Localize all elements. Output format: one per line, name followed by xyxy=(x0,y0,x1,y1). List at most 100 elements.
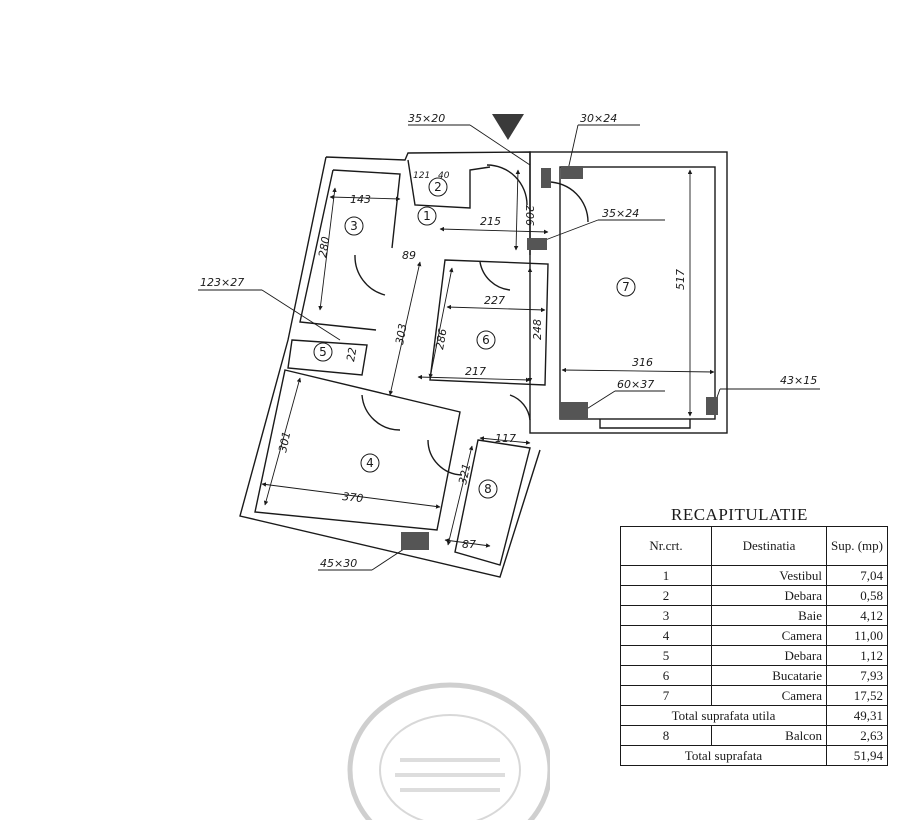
dim-label: 517 xyxy=(674,269,687,290)
dim-label: 280 xyxy=(316,236,332,259)
total-value: 51,94 xyxy=(826,745,888,766)
header-sup: Sup. (mp) xyxy=(826,526,888,566)
room-marker xyxy=(313,342,333,362)
vent-label: 35×24 xyxy=(602,207,639,220)
dim-label: 117 xyxy=(495,432,516,445)
room-number: 1 xyxy=(423,209,431,223)
dim-line xyxy=(561,367,715,375)
room-number: 4 xyxy=(366,456,374,470)
vent-label: 45×30 xyxy=(320,557,357,570)
cell-sup: 7,93 xyxy=(826,665,888,686)
dim-label: 217 xyxy=(465,365,486,378)
door-arc xyxy=(547,181,589,223)
cell-sup: 17,52 xyxy=(826,685,888,706)
cell-dest: Debara xyxy=(711,585,827,606)
dim-line xyxy=(444,538,491,548)
door-arc xyxy=(427,439,463,476)
balcony-line xyxy=(599,419,691,429)
room-marker xyxy=(428,177,448,197)
header-nr: Nr.crt. xyxy=(620,526,712,566)
dim-line xyxy=(329,194,401,202)
dim-label: 206 xyxy=(523,205,536,226)
table-row: 3 Baie 4,12 xyxy=(620,605,888,626)
recap-table: Nr.crt. Destinatia Sup. (mp) 1 Vestibul … xyxy=(620,526,888,766)
cell-dest: Baie xyxy=(711,605,827,626)
room-marker xyxy=(616,277,636,297)
cell-sup: 7,04 xyxy=(826,565,888,586)
room-number: 2 xyxy=(434,180,442,194)
dim-line xyxy=(428,267,454,379)
cell-dest: Vestibul xyxy=(711,565,827,586)
cell-sup: 0,58 xyxy=(826,585,888,606)
total-row: Total suprafata 51,94 xyxy=(620,745,888,766)
total-label: Total suprafata xyxy=(620,745,827,766)
dim-line xyxy=(261,482,441,509)
room-marker xyxy=(417,206,437,226)
leader-line xyxy=(261,289,341,341)
vent-label: 35×20 xyxy=(408,112,445,125)
vent-rect xyxy=(561,166,583,179)
cell-dest: Camera xyxy=(711,685,827,706)
room-number: 3 xyxy=(350,219,358,233)
table-row: 6 Bucatarie 7,93 xyxy=(620,665,888,686)
dim-line xyxy=(417,374,531,383)
header-dest: Destinatia xyxy=(711,526,827,566)
dim-label: 87 xyxy=(462,538,476,551)
table-row: 8 Balcon 2,63 xyxy=(620,725,888,746)
vent-rect xyxy=(560,402,588,419)
leader-line xyxy=(567,124,579,171)
cell-nr: 3 xyxy=(620,605,712,626)
vent-rect xyxy=(401,532,429,550)
dim-label: 321 xyxy=(456,462,473,485)
table-row: 5 Debara 1,12 xyxy=(620,645,888,666)
cell-nr: 1 xyxy=(620,565,712,586)
door-arc xyxy=(486,164,528,206)
room-number: 6 xyxy=(482,333,490,347)
vent-label: 30×24 xyxy=(580,112,617,125)
door-arc xyxy=(509,394,531,421)
room-marker xyxy=(344,216,364,236)
stamp-seal xyxy=(347,682,550,820)
room-7-inner xyxy=(559,166,716,420)
recap-title: RECAPITULATIE xyxy=(671,505,808,524)
dim-line xyxy=(388,261,422,396)
table-row: 4 Camera 11,00 xyxy=(620,625,888,646)
vent-rect xyxy=(706,397,718,415)
total-utila-label: Total suprafata utila xyxy=(620,705,827,726)
room-number: 7 xyxy=(622,280,630,294)
dim-label: 370 xyxy=(342,490,364,505)
cell-dest: Debara xyxy=(711,645,827,666)
dim-label: 121 xyxy=(413,171,430,181)
dim-line xyxy=(439,226,549,235)
room-5-walls xyxy=(287,339,368,376)
door-arc xyxy=(361,394,401,431)
entrance-arrow-icon xyxy=(492,114,524,140)
dim-line xyxy=(479,436,531,445)
dim-label: 22 xyxy=(344,346,359,362)
dim-label: 40 xyxy=(438,171,450,181)
cell-dest: Balcon xyxy=(711,725,827,746)
cell-nr: 5 xyxy=(620,645,712,666)
total-utila-row: Total suprafata utila 49,31 xyxy=(620,705,888,726)
vent-label: 60×37 xyxy=(617,378,654,391)
room-number: 5 xyxy=(319,345,327,359)
cell-nr: 8 xyxy=(620,725,712,746)
cell-nr: 6 xyxy=(620,665,712,686)
door-arc xyxy=(354,254,386,296)
dim-label: 301 xyxy=(276,430,293,453)
total-utila-value: 49,31 xyxy=(826,705,888,726)
cell-dest: Bucatarie xyxy=(711,665,827,686)
leader-line xyxy=(469,124,531,166)
dim-label: 248 xyxy=(531,319,544,340)
dim-line xyxy=(318,187,337,311)
dim-label: 286 xyxy=(433,328,449,351)
closet-wall xyxy=(407,159,491,209)
cell-dest: Camera xyxy=(711,625,827,646)
cell-sup: 1,12 xyxy=(826,645,888,666)
dim-line xyxy=(446,445,474,546)
cell-nr: 2 xyxy=(620,585,712,606)
table-header-row: Nr.crt. Destinatia Sup. (mp) xyxy=(620,526,888,566)
dim-line xyxy=(513,169,521,251)
vent-label: 43×15 xyxy=(780,374,817,387)
